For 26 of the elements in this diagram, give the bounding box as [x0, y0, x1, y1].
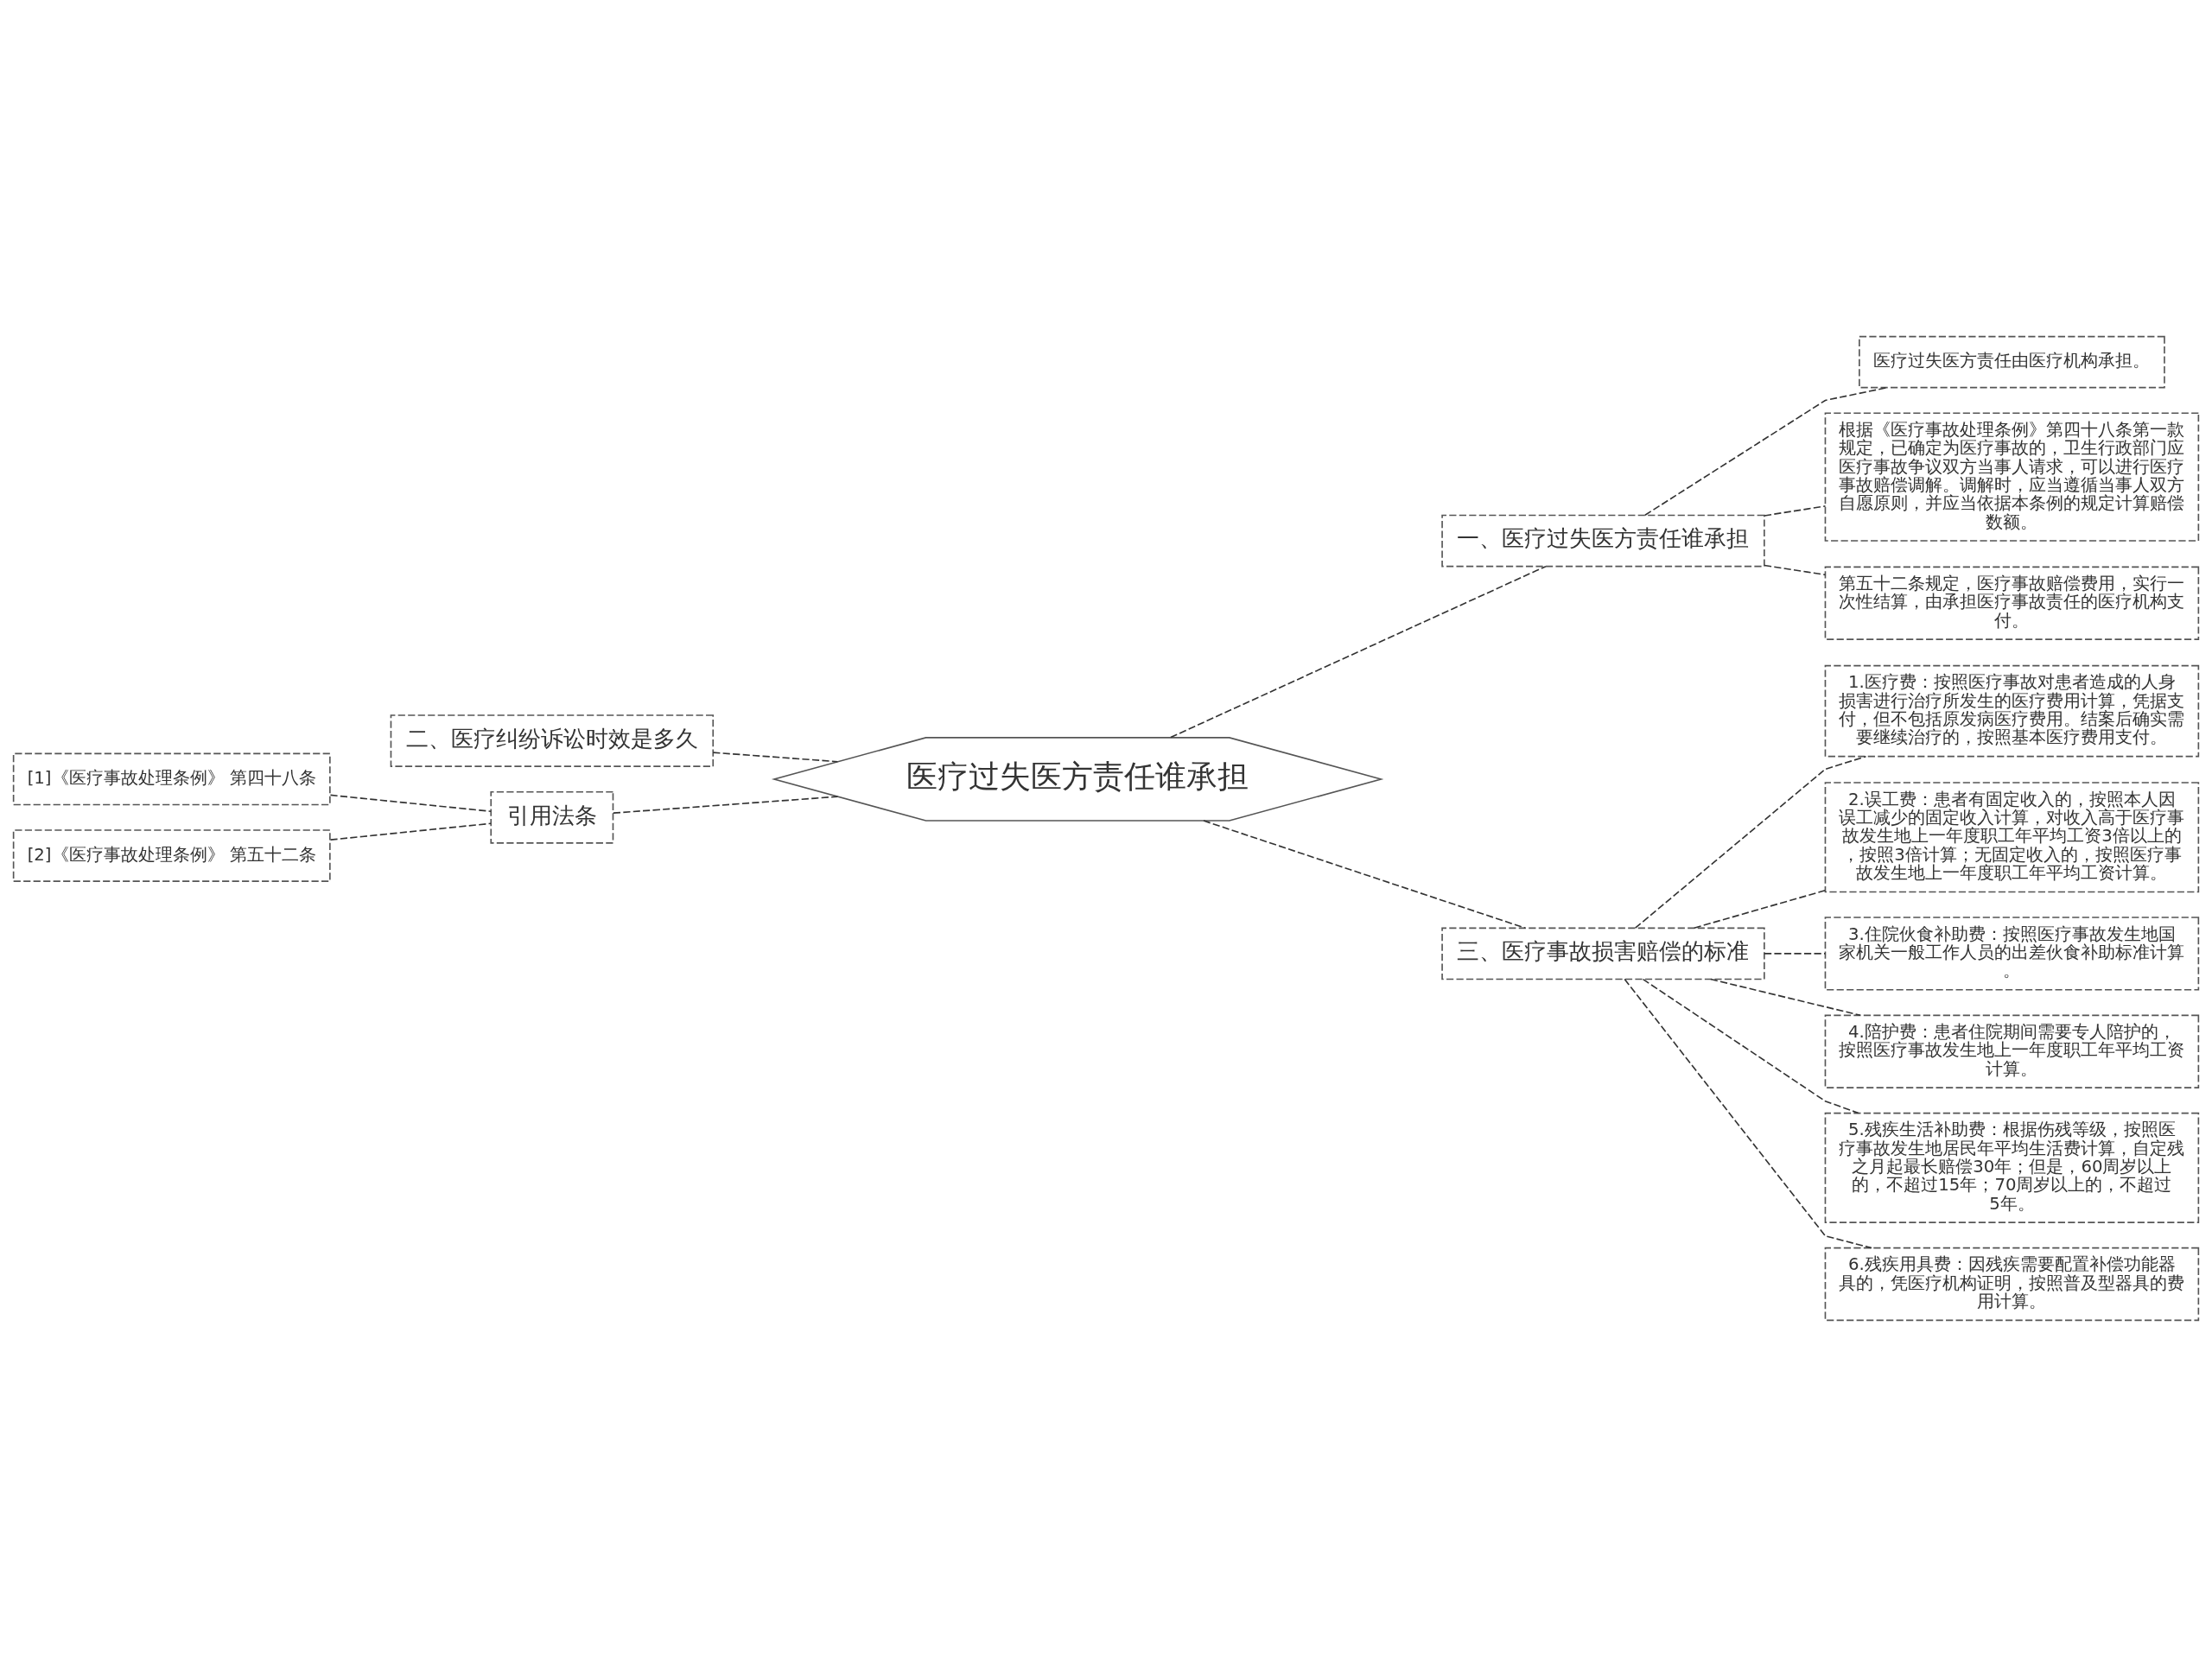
node-box: 一、医疗过失医方责任谁承担	[1441, 514, 1765, 567]
node-box: 6.残疾用具费：因残疾需要配置补偿功能器具的，凭医疗机构证明，按照普及型器具的费用计算。	[1824, 1247, 2200, 1321]
node-box: [2]《医疗事故处理条例》 第五十二条	[12, 828, 331, 882]
node-box: [1]《医疗事故处理条例》 第四十八条	[12, 752, 331, 805]
connector	[329, 822, 492, 841]
connector	[1764, 952, 1827, 955]
node-box: 2.误工费：患者有固定收入的，按照本人因误工减少的固定收入计算，对收入高于医疗事故发生地上一年度职工年平均工资3倍以上的，按照3倍计算；无固定收入的，按照医疗事故发生地上一年度职工年平均工资计算。	[1824, 781, 2200, 892]
node-box: 4.陪护费：患者住院期间需要专人陪护的，按照医疗事故发生地上一年度职工年平均工资计算。	[1824, 1014, 2200, 1088]
node-box: 根据《医疗事故处理条例》第四十八条第一款规定，已确定为医疗事故的，卫生行政部门应医疗事故争议双方当事人请求，可以进行医疗事故赔偿调解。调解时，应当遵循当事人双方自愿原则，并应当依据本条例的规定计算赔偿数额。	[1824, 411, 2200, 542]
connector	[1764, 504, 1827, 517]
connector	[1644, 386, 1888, 516]
connector	[1170, 565, 1547, 738]
node-box: 第五十二条规定，医疗事故赔偿费用，实行一次性结算，由承担医疗事故责任的医疗机构支付。	[1824, 566, 2200, 640]
connector	[1693, 889, 1826, 929]
connector	[712, 751, 839, 763]
node-box: 三、医疗事故损害赔偿的标准	[1441, 927, 1765, 980]
node-box: 1.医疗费：按照医疗事故对患者造成的人身损害进行治疗所发生的医疗费用计算，凭据支付，但不包括原发病医疗费用。结案后确实需要继续治疗的，按照基本医疗费用支付。	[1824, 664, 2200, 757]
connector	[613, 795, 839, 814]
node-box: 3.住院伙食补助费：按照医疗事故发生地国家机关一般工作人员的出差伙食补助标准计算。	[1824, 916, 2200, 991]
node-box: 引用法条	[490, 790, 614, 844]
node-box: 二、医疗纠纷诉讼时效是多久	[390, 714, 715, 767]
connector	[1203, 819, 1526, 929]
node-box: 医疗过失医方责任由医疗机构承担。	[1859, 335, 2165, 388]
node-box: 5.残疾生活补助费：根据伤残等级，按照医疗事故发生地居民年平均生活费计算，自定残之月起最长赔偿30年；但是，60周岁以上的，不超过15年；70周岁以上的，不超过5年。	[1824, 1112, 2200, 1223]
connector	[1764, 564, 1827, 575]
connector	[329, 794, 492, 812]
